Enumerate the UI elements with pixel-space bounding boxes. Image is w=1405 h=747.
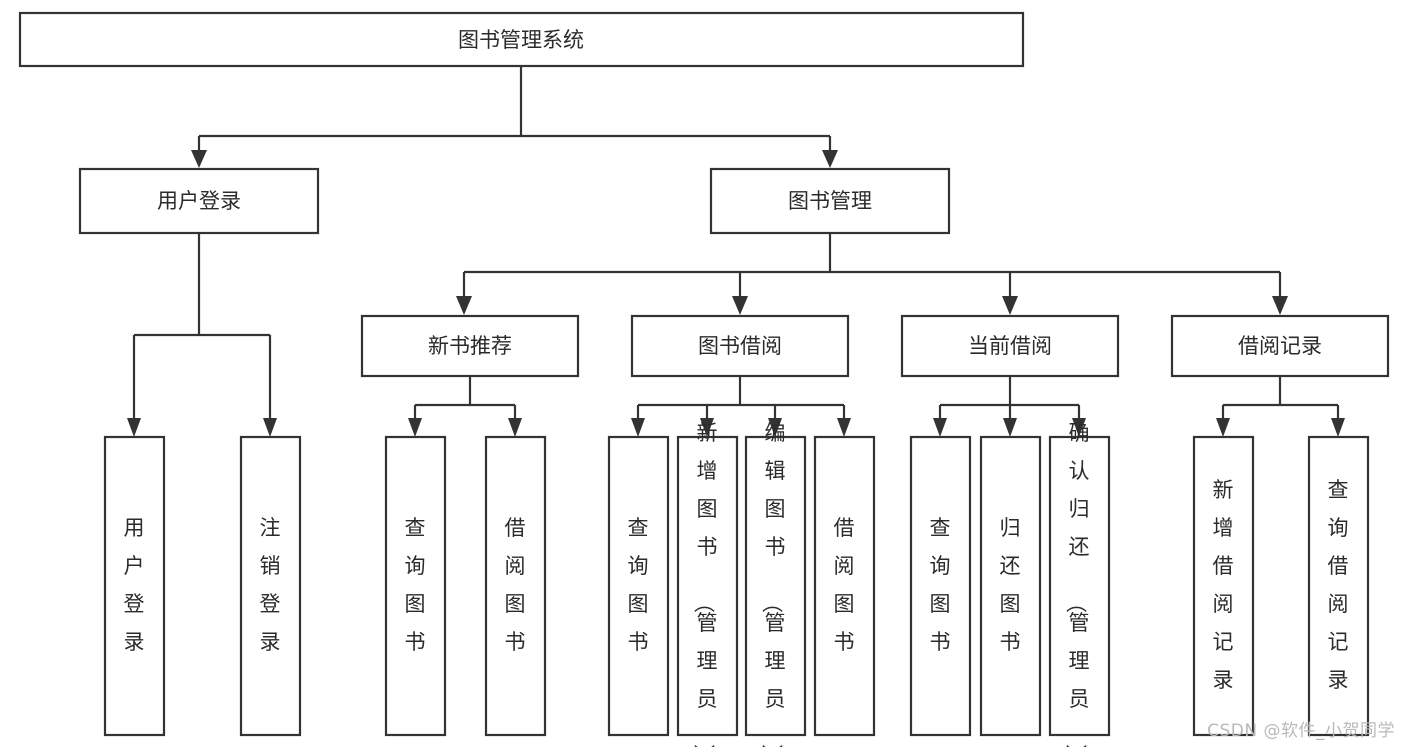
- node-records-label: 借阅记录: [1238, 334, 1322, 358]
- node-leaf-query-record-box[interactable]: [1307, 435, 1370, 737]
- node-book-mgmt-label: 图书管理: [788, 189, 872, 213]
- node-leaf-logout-box[interactable]: [239, 435, 302, 737]
- node-leaf-return-book-box[interactable]: [979, 435, 1042, 737]
- node-book-mgmt-box[interactable]: [709, 167, 951, 235]
- node-leaf-confirm-return-box[interactable]: [1048, 435, 1111, 737]
- node-records-box[interactable]: [1170, 314, 1390, 378]
- node-leaf-add-book-box[interactable]: [676, 435, 739, 737]
- node-borrow-label: 图书借阅: [698, 334, 782, 358]
- arrow-user-login-leaf1: [127, 418, 141, 437]
- node-leaf-return-book[interactable]: 归还图书: [979, 435, 1042, 737]
- node-leaf-query-book-1[interactable]: 查询图书: [384, 435, 447, 737]
- arrow-book-mgmt-c3: [1002, 296, 1018, 315]
- node-new-book-box[interactable]: [360, 314, 580, 378]
- node-current-label: 当前借阅: [968, 334, 1052, 358]
- node-leaf-borrow-book-1-box[interactable]: [484, 435, 547, 737]
- node-leaf-return-book-label: 归还图书: [1000, 516, 1021, 654]
- node-leaf-query-book-3-label: 查询图书: [930, 516, 951, 654]
- connector-layer: [127, 66, 1345, 437]
- node-current[interactable]: 当前借阅: [900, 314, 1120, 378]
- node-leaf-borrow-book-2[interactable]: 借阅图书: [813, 435, 876, 737]
- arrow-borrow-l3: [768, 418, 782, 437]
- arrow-current-l3: [1072, 418, 1086, 437]
- node-leaf-add-book[interactable]: 新增图书（管理员）: [676, 421, 739, 747]
- node-leaf-query-book-2-label: 查询图书: [628, 516, 649, 654]
- node-leaf-add-record-box[interactable]: [1192, 435, 1255, 737]
- arrow-records-l2: [1331, 418, 1345, 437]
- node-layer: 图书管理系统 用户登录 图书管理 新书推荐 图书借阅: [18, 11, 1390, 747]
- node-leaf-borrow-book-2-label: 借阅图书: [834, 516, 855, 654]
- arrow-current-l1: [933, 418, 947, 437]
- node-leaf-edit-book-box[interactable]: [744, 435, 807, 737]
- node-leaf-user-login[interactable]: 用户登录: [103, 435, 166, 737]
- node-leaf-query-book-3-box[interactable]: [909, 435, 972, 737]
- arrow-user-login-leaf2: [263, 418, 277, 437]
- node-leaf-query-book-3[interactable]: 查询图书: [909, 435, 972, 737]
- node-root-label: 图书管理系统: [458, 28, 584, 52]
- node-leaf-user-login-box[interactable]: [103, 435, 166, 737]
- arrow-book-mgmt-c4: [1272, 296, 1288, 315]
- node-records[interactable]: 借阅记录: [1170, 314, 1390, 378]
- arrow-root-to-user-login: [191, 150, 207, 168]
- node-leaf-query-book-1-box[interactable]: [384, 435, 447, 737]
- node-current-box[interactable]: [900, 314, 1120, 378]
- node-leaf-borrow-book-1-label: 借阅图书: [505, 516, 526, 654]
- node-user-login[interactable]: 用户登录: [78, 167, 320, 235]
- arrow-book-mgmt-c1: [456, 296, 472, 315]
- arrow-current-l2: [1003, 418, 1017, 437]
- node-leaf-edit-book-label: 编辑图书（管理员）: [760, 421, 786, 747]
- node-leaf-edit-book[interactable]: 编辑图书（管理员）: [744, 421, 807, 747]
- node-leaf-query-book-2-box[interactable]: [607, 435, 670, 737]
- node-user-login-box[interactable]: [78, 167, 320, 235]
- node-leaf-logout[interactable]: 注销登录: [239, 435, 302, 737]
- node-leaf-borrow-book-1[interactable]: 借阅图书: [484, 435, 547, 737]
- arrow-borrow-l2: [700, 418, 714, 437]
- node-leaf-add-record-label: 新增借阅记录: [1213, 478, 1234, 692]
- arrow-borrow-l4: [837, 418, 851, 437]
- node-leaf-add-record[interactable]: 新增借阅记录: [1192, 435, 1255, 737]
- node-leaf-confirm-return[interactable]: 确认归还（管理员）: [1048, 421, 1111, 747]
- node-leaf-borrow-book-2-box[interactable]: [813, 435, 876, 737]
- node-leaf-user-login-label: 用户登录: [124, 516, 145, 654]
- arrow-records-l1: [1216, 418, 1230, 437]
- node-user-login-label: 用户登录: [157, 189, 241, 213]
- node-new-book[interactable]: 新书推荐: [360, 314, 580, 378]
- arrow-borrow-l1: [631, 418, 645, 437]
- node-leaf-query-book-1-label: 查询图书: [405, 516, 426, 654]
- csdn-watermark: CSDN @软件_小贺同学: [1207, 721, 1395, 741]
- node-root-box[interactable]: [18, 11, 1025, 68]
- node-book-mgmt[interactable]: 图书管理: [709, 167, 951, 235]
- node-leaf-query-record[interactable]: 查询借阅记录: [1307, 435, 1370, 737]
- node-new-book-label: 新书推荐: [428, 334, 512, 358]
- node-leaf-confirm-return-label: 确认归还（管理员）: [1064, 421, 1090, 747]
- node-root[interactable]: 图书管理系统: [18, 11, 1025, 68]
- node-leaf-add-book-label: 新增图书（管理员）: [692, 421, 718, 747]
- node-borrow[interactable]: 图书借阅: [630, 314, 850, 378]
- node-borrow-box[interactable]: [630, 314, 850, 378]
- node-leaf-logout-label: 注销登录: [260, 516, 281, 654]
- node-leaf-query-book-2[interactable]: 查询图书: [607, 435, 670, 737]
- arrow-book-mgmt-c2: [732, 296, 748, 315]
- arrow-root-to-book-mgmt: [822, 150, 838, 168]
- node-leaf-query-record-label: 查询借阅记录: [1328, 478, 1349, 692]
- arrow-new-book-l2: [508, 418, 522, 437]
- arrow-new-book-l1: [408, 418, 422, 437]
